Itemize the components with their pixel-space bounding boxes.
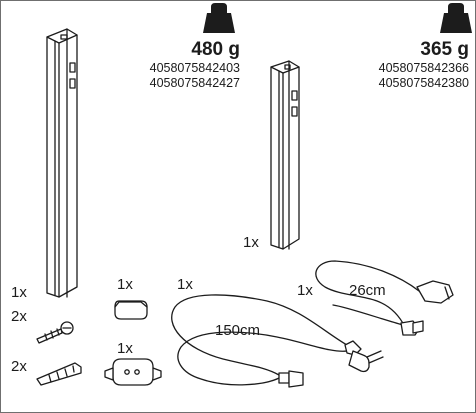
small-product-weight: 365 g	[420, 39, 469, 60]
weight-icon	[440, 3, 472, 33]
end-cap-quantity: 1x	[117, 276, 133, 293]
large-product-ean-1: 4058075842403	[149, 61, 240, 75]
long-cable	[171, 294, 384, 388]
large-light-quantity: 1x	[11, 284, 27, 301]
long-cable-quantity: 1x	[177, 276, 193, 293]
screw	[36, 321, 74, 344]
weight-icon	[203, 3, 235, 33]
short-cable-length: 26cm	[349, 282, 386, 299]
small-product-ean-2: 4058075842380	[378, 76, 469, 90]
small-light-bar	[270, 60, 300, 250]
small-product-ean-1: 4058075842366	[378, 61, 469, 75]
connector-quantity: 1x	[117, 340, 133, 357]
dowel-quantity: 2x	[11, 358, 27, 375]
short-cable-quantity: 1x	[297, 282, 313, 299]
large-product-weight: 480 g	[191, 39, 240, 60]
large-product-ean-2: 4058075842427	[149, 76, 240, 90]
screw-quantity: 2x	[11, 308, 27, 325]
long-cable-length: 150cm	[215, 322, 261, 339]
end-cap	[114, 300, 148, 320]
wall-dowel	[36, 362, 82, 386]
large-light-bar	[46, 28, 78, 298]
connector	[104, 358, 162, 386]
short-cable	[315, 260, 454, 336]
small-light-quantity: 1x	[243, 234, 259, 251]
